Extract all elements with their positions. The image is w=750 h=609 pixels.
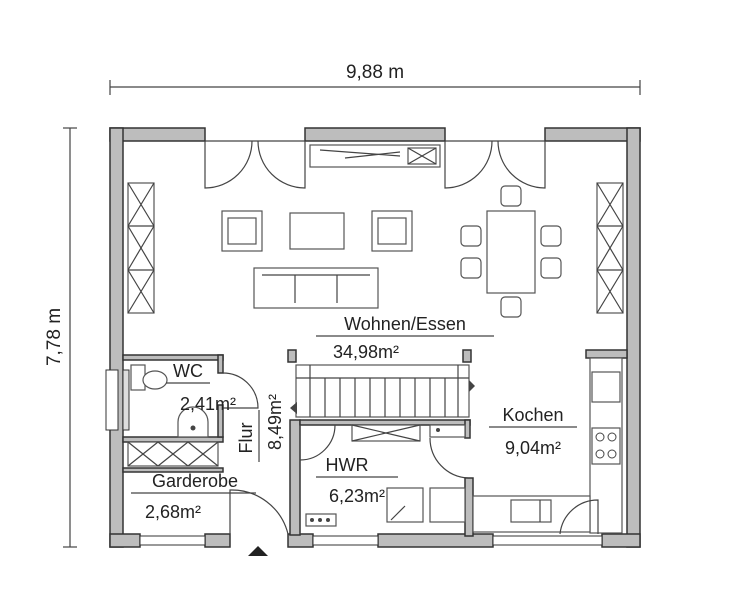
room-kochen: Kochen 9,04m² [489,405,577,458]
kitchen-exit-door [559,499,599,535]
room-area: 2,68m² [145,502,201,522]
room-name: Kochen [502,405,563,425]
interior-walls [122,349,628,537]
hwr-door [299,424,336,461]
room-wohnen-essen: Wohnen/Essen 34,98m² [316,314,494,362]
terrace-door-left [204,140,306,189]
room-area: 8,49m² [265,394,285,450]
cabinet-left [127,182,155,314]
room-garderobe: Garderobe 2,68m² [131,471,256,522]
height-label: 7,78 m [44,308,65,366]
kitchen-counter [472,357,623,534]
wardrobe [127,441,219,467]
room-area: 2,41m² [180,394,236,414]
hwr-appliances [305,487,466,527]
room-name: Garderobe [152,471,238,491]
staircase [290,364,475,418]
room-flur: Flur 8,49m² [236,394,285,462]
coffee-table [289,212,345,250]
kitchen-door [429,437,469,479]
hwr-shelf [351,424,466,442]
wc-sink [177,406,209,438]
room-wc: WC 2,41m² [166,361,236,414]
sofa [253,267,379,309]
room-area: 9,04m² [505,438,561,458]
room-name: HWR [326,455,369,475]
room-area: 34,98m² [333,342,399,362]
room-name: WC [173,361,203,381]
armchair-right [371,210,413,252]
dining-table [460,185,562,318]
exterior-walls [109,127,641,548]
sideboard [309,144,441,168]
terrace-door-right [444,140,546,189]
toilet [130,364,168,391]
armchair-left [221,210,263,252]
windows [105,369,603,546]
room-area: 6,23m² [329,486,385,506]
height-dimension-line [63,127,77,548]
width-dimension-line [109,80,641,95]
room-name: Wohnen/Essen [344,314,466,334]
wc-door [222,372,259,409]
room-name: Flur [236,422,256,453]
entrance-door [229,489,289,556]
cabinet-right [596,182,624,314]
width-label: 9,88 m [346,62,404,83]
room-hwr: HWR 6,23m² [316,455,398,506]
